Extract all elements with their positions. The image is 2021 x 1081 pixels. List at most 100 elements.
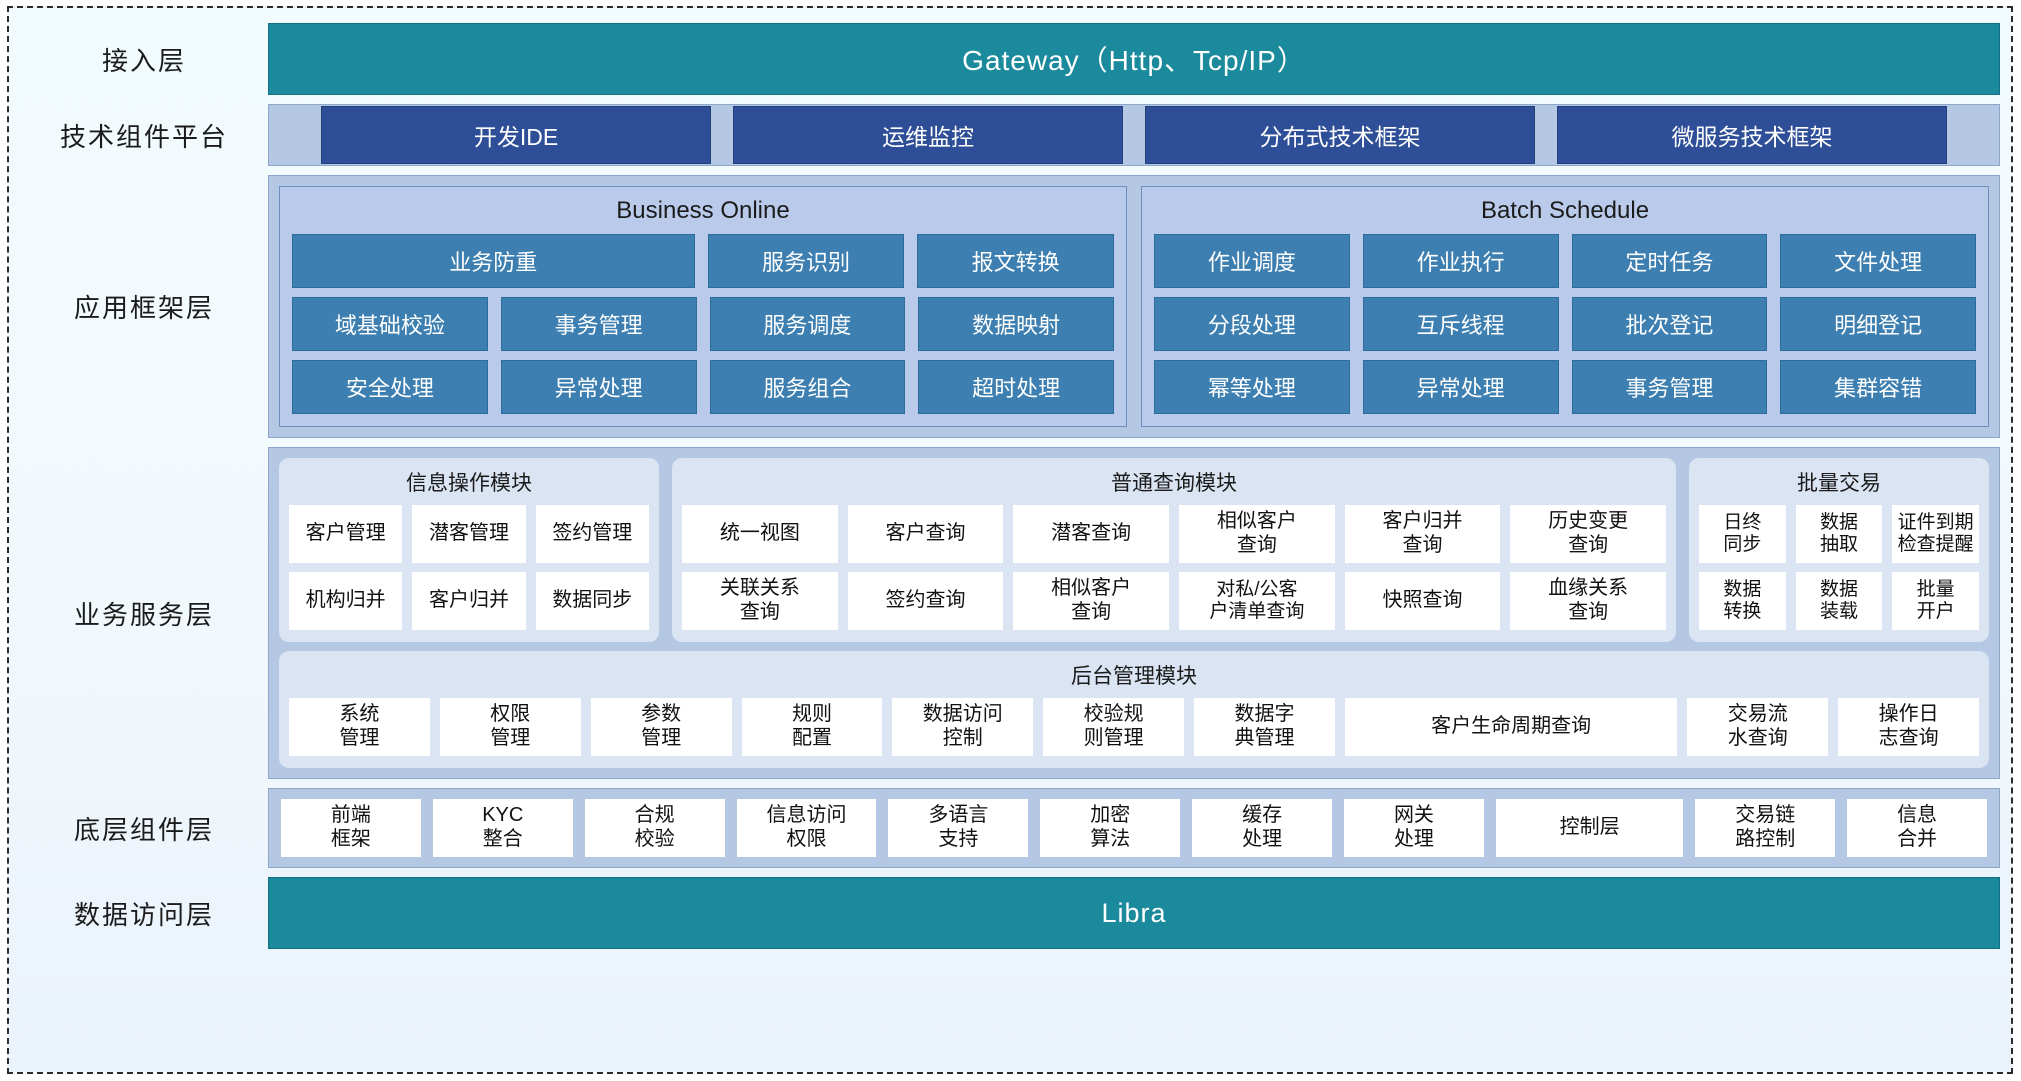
- tech-chip-ide[interactable]: 开发IDE: [321, 106, 711, 164]
- app-chip-job-schedule[interactable]: 作业调度: [1154, 234, 1350, 288]
- app-chip-mutex-thread[interactable]: 互斥线程: [1362, 297, 1559, 351]
- cell-history-change-query[interactable]: 历史变更查询: [1510, 505, 1667, 563]
- cell-data-sync[interactable]: 数据同步: [535, 572, 649, 630]
- app-chip-service-schedule[interactable]: 服务调度: [709, 297, 906, 351]
- biz-row: 统一视图 客户查询 潜客查询 相似客户查询 客户归并查询 历史变更查询: [682, 505, 1667, 563]
- biz-card-info-operation: 信息操作模块 客户管理 潜客管理 签约管理 机构归并 客户归并: [279, 458, 659, 642]
- app-chip-security-process[interactable]: 安全处理: [292, 360, 488, 414]
- cell-data-transform[interactable]: 数据转换: [1699, 572, 1786, 630]
- cell-data-dictionary-manage[interactable]: 数据字典管理: [1194, 698, 1335, 756]
- app-chip-cluster-fault-tolerance[interactable]: 集群容错: [1780, 360, 1976, 414]
- cell-control-layer[interactable]: 控制层: [1495, 799, 1684, 857]
- cell-multilanguage-support[interactable]: 多语言支持: [888, 799, 1029, 857]
- cell-system-manage[interactable]: 系统管理: [289, 698, 430, 756]
- app-group-title-batch-schedule: Batch Schedule: [1480, 197, 1650, 224]
- app-chip-transaction-manage-batch[interactable]: 事务管理: [1571, 360, 1768, 414]
- cell-permission-manage[interactable]: 权限管理: [439, 698, 581, 756]
- app-framework-panel: Business Online 业务防重 服务识别 报文转换 域基础校验 事务管…: [268, 175, 2000, 438]
- biz-row-admin: 系统管理 权限管理 参数管理 规则配置 数据访问控制 校验规则管理 数据字典管理…: [289, 698, 1980, 756]
- layer-label-data-access: 数据访问层: [73, 899, 214, 930]
- cell-unified-view[interactable]: 统一视图: [682, 505, 838, 563]
- cell-data-load[interactable]: 数据装载: [1795, 572, 1883, 630]
- cell-contract-query[interactable]: 签约查询: [847, 572, 1004, 630]
- cell-cache-process[interactable]: 缓存处理: [1192, 799, 1333, 857]
- app-chip-service-identify[interactable]: 服务识别: [707, 234, 905, 288]
- biz-row: 客户管理 潜客管理 签约管理: [289, 505, 649, 563]
- cell-similar-customer-query-2[interactable]: 相似客户查询: [1013, 572, 1170, 630]
- business-service-admin-row: 后台管理模块 系统管理 权限管理 参数管理 规则配置 数据访问控制 校验规则管理…: [279, 651, 1989, 768]
- cell-info-access-permission[interactable]: 信息访问权限: [736, 799, 877, 857]
- biz-card-admin-module: 后台管理模块 系统管理 权限管理 参数管理 规则配置 数据访问控制 校验规则管理…: [279, 651, 1989, 768]
- app-chip-exception-process-batch[interactable]: 异常处理: [1362, 360, 1559, 414]
- business-service-body: 信息操作模块 客户管理 潜客管理 签约管理 机构归并 客户归并: [268, 447, 2000, 779]
- cell-customer-merge-query[interactable]: 客户归并查询: [1344, 505, 1501, 563]
- biz-card-title-common-query: 普通查询模块: [1111, 472, 1237, 495]
- biz-row: 关联关系查询 签约查询 相似客户查询 对私/公客户清单查询 快照查询 血缘关系查…: [682, 572, 1667, 630]
- cell-contract-manage[interactable]: 签约管理: [535, 505, 649, 563]
- app-chip-segment-process[interactable]: 分段处理: [1154, 297, 1350, 351]
- app-chip-job-execute[interactable]: 作业执行: [1362, 234, 1559, 288]
- cell-gateway-process[interactable]: 网关处理: [1344, 799, 1484, 857]
- cell-lineage-relation-query[interactable]: 血缘关系查询: [1510, 572, 1667, 630]
- cell-validation-rule-manage[interactable]: 校验规则管理: [1043, 698, 1185, 756]
- cell-batch-account-open[interactable]: 批量开户: [1892, 572, 1980, 630]
- tech-chip-microservice-framework[interactable]: 微服务技术框架: [1557, 106, 1947, 164]
- cell-private-public-customer-list-query[interactable]: 对私/公客户清单查询: [1179, 572, 1335, 630]
- business-service-cards: 信息操作模块 客户管理 潜客管理 签约管理 机构归并 客户归并: [279, 458, 1989, 642]
- cell-eod-sync[interactable]: 日终同步: [1699, 505, 1786, 563]
- layer-label-access: 接入层: [101, 45, 186, 76]
- app-chip-timeout-process[interactable]: 超时处理: [918, 360, 1114, 414]
- app-chip-idempotent-process[interactable]: 幂等处理: [1154, 360, 1350, 414]
- cell-frontend-framework[interactable]: 前端框架: [281, 799, 421, 857]
- cell-org-merge[interactable]: 机构归并: [289, 572, 403, 630]
- app-chip-file-process[interactable]: 文件处理: [1780, 234, 1976, 288]
- cell-certificate-expiry-reminder[interactable]: 证件到期检查提醒: [1892, 505, 1980, 563]
- access-layer-body: Gateway（Http、Tcp/IP）: [268, 23, 2000, 95]
- cell-similar-customer-query[interactable]: 相似客户查询: [1179, 505, 1335, 563]
- layer-label-component: 底层组件层: [73, 814, 214, 845]
- app-chip-data-mapping[interactable]: 数据映射: [918, 297, 1114, 351]
- cell-customer-lifecycle-query[interactable]: 客户生命周期查询: [1344, 698, 1678, 756]
- cell-prospect-query[interactable]: 潜客查询: [1013, 505, 1170, 563]
- biz-row: 机构归并 客户归并 数据同步: [289, 572, 649, 630]
- cell-customer-query[interactable]: 客户查询: [847, 505, 1004, 563]
- app-chip-batch-register[interactable]: 批次登记: [1571, 297, 1768, 351]
- cell-customer-merge[interactable]: 客户归并: [412, 572, 526, 630]
- cell-info-merge[interactable]: 信息合并: [1847, 799, 1987, 857]
- cell-snapshot-query[interactable]: 快照查询: [1344, 572, 1501, 630]
- cell-encryption-algorithm[interactable]: 加密算法: [1040, 799, 1181, 857]
- layer-row-access: 接入层 Gateway（Http、Tcp/IP）: [20, 23, 2000, 95]
- app-chip-business-dedup[interactable]: 业务防重: [292, 234, 695, 288]
- cell-transaction-flow-query[interactable]: 交易流水查询: [1687, 698, 1829, 756]
- cell-parameter-manage[interactable]: 参数管理: [590, 698, 732, 756]
- biz-card-title-batch-transaction: 批量交易: [1797, 472, 1881, 495]
- app-group-business-online: Business Online 业务防重 服务识别 报文转换 域基础校验 事务管…: [279, 186, 1127, 427]
- biz-card-title-admin-module: 后台管理模块: [1071, 665, 1197, 688]
- tech-chip-distributed-framework[interactable]: 分布式技术框架: [1145, 106, 1535, 164]
- app-chip-domain-validate[interactable]: 域基础校验: [292, 297, 488, 351]
- cell-rule-config[interactable]: 规则配置: [741, 698, 883, 756]
- layer-label-app-framework: 应用框架层: [73, 293, 214, 323]
- app-chip-detail-register[interactable]: 明细登记: [1780, 297, 1976, 351]
- cell-compliance-validate[interactable]: 合规校验: [584, 799, 725, 857]
- tech-chip-ops-monitor[interactable]: 运维监控: [733, 106, 1123, 164]
- app-chip-message-convert[interactable]: 报文转换: [917, 234, 1114, 288]
- tech-platform-body: 开发IDE 运维监控 分布式技术框架 微服务技术框架: [268, 104, 2000, 166]
- cell-data-access-control[interactable]: 数据访问控制: [892, 698, 1034, 756]
- app-grid-batch-schedule: 作业调度 作业执行 定时任务 文件处理 分段处理 互斥线程 批次登记 明细登记: [1154, 234, 1976, 414]
- cell-data-extract[interactable]: 数据抽取: [1795, 505, 1883, 563]
- cell-transaction-chain-control[interactable]: 交易链路控制: [1695, 799, 1836, 857]
- cell-relation-query[interactable]: 关联关系查询: [682, 572, 838, 630]
- app-chip-service-compose[interactable]: 服务组合: [709, 360, 906, 414]
- cell-customer-manage[interactable]: 客户管理: [289, 505, 403, 563]
- cell-operation-log-query[interactable]: 操作日志查询: [1838, 698, 1980, 756]
- libra-bar[interactable]: Libra: [268, 877, 2000, 949]
- app-chip-transaction-manage[interactable]: 事务管理: [500, 297, 697, 351]
- cell-prospect-manage[interactable]: 潜客管理: [412, 505, 526, 563]
- app-chip-timed-task[interactable]: 定时任务: [1571, 234, 1768, 288]
- gateway-bar[interactable]: Gateway（Http、Tcp/IP）: [268, 23, 2000, 95]
- app-chip-exception-process[interactable]: 异常处理: [500, 360, 697, 414]
